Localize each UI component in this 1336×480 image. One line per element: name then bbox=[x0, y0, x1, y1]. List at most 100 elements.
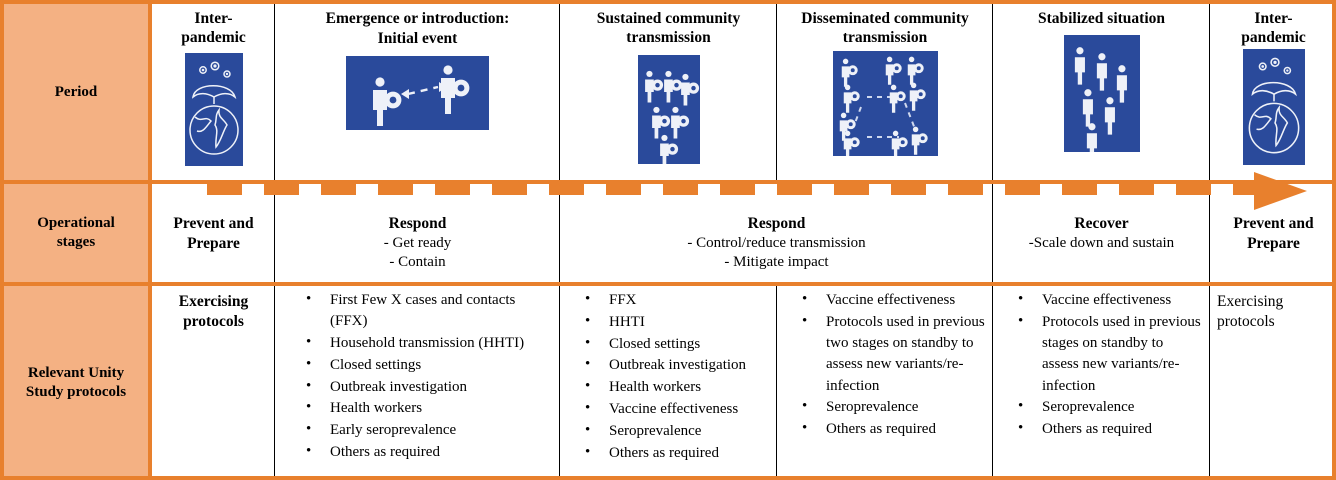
period-cell-emergence: Emergence or introduction: Initial event bbox=[276, 4, 559, 180]
protocol-cell-interpandemic-start: Exercising protocols bbox=[152, 286, 275, 476]
list-item: Others as required bbox=[802, 418, 986, 440]
timeline-dash bbox=[606, 184, 641, 195]
list-item: Others as required bbox=[306, 441, 553, 463]
column-divider-1 bbox=[274, 4, 276, 180]
timeline-dash bbox=[720, 184, 755, 195]
ops-divider-1 bbox=[274, 184, 276, 282]
period-title: Disseminated community transmission bbox=[801, 10, 969, 46]
ops-cell-respond-control: Respond - Control/reduce transmission - … bbox=[561, 184, 992, 282]
list-item: Early seroprevalence bbox=[306, 419, 553, 441]
header-column-divider-protocols bbox=[148, 286, 152, 476]
timeline-dash bbox=[1062, 184, 1097, 195]
list-item: Vaccine effectiveness bbox=[802, 289, 986, 311]
timeline-dash bbox=[891, 184, 926, 195]
timeline-dash bbox=[1176, 184, 1211, 195]
list-item: Seroprevalence bbox=[585, 420, 770, 442]
timeline-dash bbox=[492, 184, 527, 195]
list-item: Household transmission (HHTI) bbox=[306, 332, 553, 354]
timeline-dash bbox=[663, 184, 698, 195]
protocol-cell-sustained: FFX HHTI Closed settings Outbreak invest… bbox=[561, 286, 776, 476]
period-cell-disseminated: Disseminated community transmission bbox=[778, 4, 992, 180]
protocol-text: Exercising protocols bbox=[178, 293, 249, 331]
period-cell-interpandemic-end: Inter- pandemic bbox=[1211, 4, 1332, 180]
timeline-dash bbox=[1005, 184, 1040, 195]
header-column-divider-ops bbox=[148, 184, 152, 282]
ops-cell-prevent-prepare-start: Prevent and Prepare bbox=[152, 184, 275, 282]
timeline-dash bbox=[321, 184, 356, 195]
ops-stage-detail: - Get ready - Contain bbox=[383, 234, 452, 271]
proto-divider-5 bbox=[1209, 286, 1211, 476]
column-divider-2 bbox=[559, 4, 561, 180]
period-cell-stabilized: Stabilized situation bbox=[994, 4, 1209, 180]
list-item: Health workers bbox=[306, 397, 553, 419]
proto-divider-2 bbox=[559, 286, 561, 476]
protocol-cell-stabilized: Vaccine effectiveness Protocols used in … bbox=[994, 286, 1209, 476]
ops-stage-label: Respond bbox=[388, 215, 447, 232]
column-divider-4 bbox=[992, 4, 994, 180]
list-item: HHTI bbox=[585, 311, 770, 333]
ops-cell-respond-getready: Respond - Get ready - Contain bbox=[276, 184, 559, 282]
row-header-protocols: Relevant Unity Study protocols bbox=[4, 286, 148, 476]
list-item: Protocols used in previous two stages on… bbox=[802, 311, 986, 397]
arrowhead-icon bbox=[1254, 172, 1307, 210]
column-divider-5 bbox=[1209, 4, 1211, 180]
period-subtitle: Initial event bbox=[377, 29, 458, 47]
period-title: Sustained community transmission bbox=[596, 10, 741, 46]
list-item: Protocols used in previous stages on sta… bbox=[1018, 311, 1203, 397]
timeline-dash bbox=[1233, 184, 1268, 195]
timeline-dash bbox=[777, 184, 812, 195]
six-infected-people-icon bbox=[637, 55, 700, 165]
proto-divider-4 bbox=[992, 286, 994, 476]
protocol-list: First Few X cases and contacts (FFX) Hou… bbox=[276, 289, 559, 463]
ops-divider-2 bbox=[559, 184, 561, 282]
list-item: Others as required bbox=[585, 442, 770, 464]
ops-stage-detail: -Scale down and sustain bbox=[1028, 234, 1175, 251]
list-item: Others as required bbox=[1018, 418, 1203, 440]
row-header-period: Period bbox=[4, 4, 148, 180]
list-item: Vaccine effectiveness bbox=[585, 398, 770, 420]
ops-divider-3 bbox=[992, 184, 994, 282]
header-column-divider-period bbox=[148, 4, 152, 180]
timeline-dash bbox=[834, 184, 869, 195]
period-title: Emergence or introduction: bbox=[325, 10, 510, 27]
protocol-cell-interpandemic-end: Exercising protocols bbox=[1211, 286, 1332, 476]
protocol-list: FFX HHTI Closed settings Outbreak invest… bbox=[561, 289, 776, 464]
period-cell-sustained: Sustained community transmission bbox=[561, 4, 776, 180]
row-header-operational-stages: Operational stages bbox=[4, 184, 148, 282]
period-title: Inter- pandemic bbox=[181, 10, 246, 46]
column-divider-3 bbox=[776, 4, 778, 180]
ops-stage-detail: - Control/reduce transmission - Mitigate… bbox=[687, 234, 866, 271]
ops-divider-4 bbox=[1209, 184, 1211, 282]
period-title: Inter- pandemic bbox=[1241, 10, 1306, 46]
protocol-cell-emergence: First Few X cases and contacts (FFX) Hou… bbox=[276, 286, 559, 476]
list-item: Outbreak investigation bbox=[306, 376, 553, 398]
period-title: Stabilized situation bbox=[1037, 10, 1166, 27]
list-item: FFX bbox=[585, 289, 770, 311]
protocol-list: Vaccine effectiveness Protocols used in … bbox=[994, 289, 1209, 441]
list-item: First Few X cases and contacts (FFX) bbox=[306, 289, 553, 333]
umbrella-over-globe-with-viruses-icon bbox=[1242, 49, 1305, 166]
list-item: Vaccine effectiveness bbox=[1018, 289, 1203, 311]
timeline-dash bbox=[1119, 184, 1154, 195]
ops-cell-prevent-prepare-end: Prevent and Prepare bbox=[1211, 184, 1332, 282]
proto-divider-3 bbox=[776, 286, 778, 476]
list-item: Seroprevalence bbox=[802, 396, 986, 418]
list-item: Health workers bbox=[585, 376, 770, 398]
protocol-text: Exercising protocols bbox=[1217, 293, 1284, 331]
timeline-dash bbox=[549, 184, 584, 195]
timeline-dash bbox=[207, 184, 242, 195]
ops-stage-label: Prevent and Prepare bbox=[173, 215, 254, 252]
proto-divider-1 bbox=[274, 286, 276, 476]
list-item: Seroprevalence bbox=[1018, 396, 1203, 418]
list-item: Closed settings bbox=[306, 354, 553, 376]
ops-cell-recover: Recover -Scale down and sustain bbox=[994, 184, 1209, 282]
timeline-dash bbox=[378, 184, 413, 195]
timeline-dash bbox=[948, 184, 983, 195]
two-people-transmission-arrow-icon bbox=[346, 56, 489, 131]
row-divider-period-ops bbox=[4, 180, 1332, 184]
protocol-list: Vaccine effectiveness Protocols used in … bbox=[778, 289, 992, 441]
row-divider-ops-protocols bbox=[4, 282, 1332, 286]
ops-stage-label: Respond bbox=[747, 215, 806, 232]
six-healthy-people-icon bbox=[1063, 34, 1140, 152]
